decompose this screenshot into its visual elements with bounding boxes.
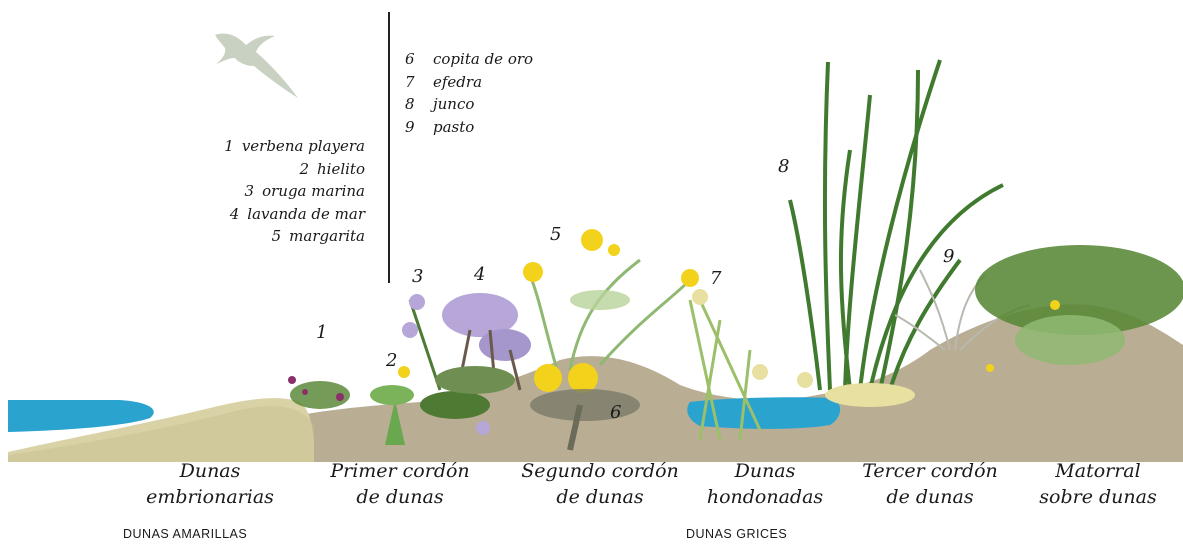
zone-line: Dunas: [685, 458, 845, 484]
legend-name: margarita: [289, 227, 365, 245]
zone-line: sobre dunas: [1018, 484, 1178, 510]
legend-item: 6 copita de oro: [405, 48, 605, 71]
legend-item: 3 oruga marina: [150, 180, 365, 203]
legend-item: 2 hielito: [150, 158, 365, 181]
legend-number: 3: [245, 180, 255, 203]
plant-label-8: 8: [778, 156, 789, 177]
legend-name: lavanda de mar: [247, 205, 365, 223]
plant-label-4: 4: [474, 264, 485, 285]
zone-label-primer-cordon: Primer cordón de dunas: [310, 458, 490, 510]
legend-number: 6: [405, 48, 423, 71]
legend-name: verbena playera: [242, 137, 365, 155]
zone-line: Segundo cordón: [500, 458, 700, 484]
legend-item: 7 efedra: [405, 71, 605, 94]
legend-number: 1: [224, 135, 234, 158]
zone-label-tercer-cordon: Tercer cordón de dunas: [845, 458, 1015, 510]
legend-number: 4: [230, 203, 240, 226]
legend-name: copita de oro: [433, 50, 533, 68]
legend-name: pasto: [433, 118, 474, 136]
plant-label-2: 2: [386, 350, 397, 371]
gull-icon: [215, 33, 298, 98]
legend-name: junco: [433, 95, 474, 113]
plant-label-1: 1: [316, 322, 327, 343]
zone-label-segundo-cordon: Segundo cordón de dunas: [500, 458, 700, 510]
plant-label-6: 6: [610, 402, 621, 423]
plant-label-9: 9: [943, 246, 954, 267]
zone-label-matorral: Matorral sobre dunas: [1018, 458, 1178, 510]
zone-line: hondonadas: [685, 484, 845, 510]
legend-right: 6 copita de oro 7 efedra 8 junco 9 pasto: [405, 48, 605, 138]
zone-line: de dunas: [310, 484, 490, 510]
zone-line: Primer cordón: [310, 458, 490, 484]
plant-label-7: 7: [710, 268, 721, 289]
legend-name: efedra: [433, 73, 482, 91]
legend-item: 8 junco: [405, 93, 605, 116]
plant-label-5: 5: [550, 224, 561, 245]
legend-number: 9: [405, 116, 423, 139]
zone-line: de dunas: [845, 484, 1015, 510]
zone-label-hondonadas: Dunas hondonadas: [685, 458, 845, 510]
zone-line: embrionarias: [120, 484, 300, 510]
zone-line: de dunas: [500, 484, 700, 510]
legend-item: 1 verbena playera: [150, 135, 365, 158]
hondonada-water: [687, 397, 840, 429]
legend-number: 7: [405, 71, 423, 94]
group-label-amarillas: DUNAS AMARILLAS: [123, 527, 247, 541]
legend-item: 9 pasto: [405, 116, 605, 139]
legend-item: 4 lavanda de mar: [150, 203, 365, 226]
legend-number: 8: [405, 93, 423, 116]
group-label-grices: DUNAS GRICES: [686, 527, 787, 541]
zone-label-embrionarias: Dunas embrionarias: [120, 458, 300, 510]
legend-name: hielito: [317, 160, 365, 178]
legend-item: 5 margarita: [150, 225, 365, 248]
zone-line: Matorral: [1018, 458, 1178, 484]
legend-name: oruga marina: [262, 182, 365, 200]
legend-number: 2: [299, 158, 309, 181]
legend-number: 5: [272, 225, 282, 248]
zone-line: Tercer cordón: [845, 458, 1015, 484]
plant-label-3: 3: [412, 266, 423, 287]
zone-line: Dunas: [120, 458, 300, 484]
